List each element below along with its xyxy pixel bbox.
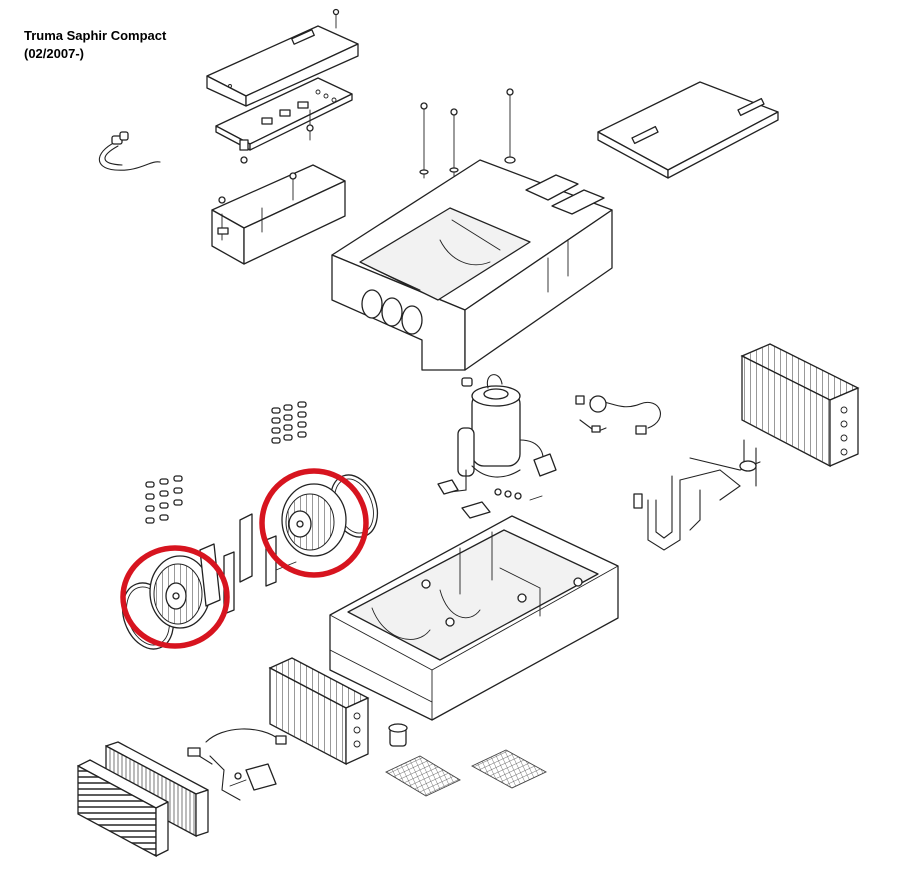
diagram-title: Truma Saphir Compact (02/2007-) bbox=[24, 27, 166, 63]
title-model: Truma Saphir Compact bbox=[24, 28, 167, 43]
cover-plate bbox=[597, 81, 779, 179]
housing-screws bbox=[419, 88, 516, 179]
drain-cap bbox=[388, 723, 408, 747]
mounting-clips-lower bbox=[145, 475, 183, 524]
thermistor-harness bbox=[187, 728, 287, 801]
mesh-filter-right bbox=[471, 749, 547, 789]
condenser-coil bbox=[740, 343, 860, 468]
thermostat-sensor-wire bbox=[575, 395, 661, 435]
air-filter bbox=[105, 741, 209, 838]
mounting-clips-upper bbox=[271, 401, 307, 444]
title-date-range: (02/2007-) bbox=[24, 46, 84, 61]
electronics-cover bbox=[206, 8, 359, 107]
fan-wheel-lower bbox=[149, 555, 211, 629]
electronics-housing bbox=[211, 164, 346, 265]
base-tray bbox=[329, 515, 619, 721]
power-cable bbox=[98, 131, 161, 171]
compressor-assembly bbox=[437, 374, 557, 519]
control-circuit-board bbox=[215, 77, 353, 164]
front-grille bbox=[77, 759, 169, 858]
fan-wheel-upper bbox=[281, 483, 347, 557]
evaporator-coil bbox=[268, 657, 370, 766]
highlight-lower-fan bbox=[120, 545, 230, 649]
highlight-upper-fan bbox=[259, 468, 369, 578]
refrigerant-pipework bbox=[633, 439, 761, 551]
mesh-filter-left bbox=[385, 755, 461, 797]
top-housing bbox=[331, 159, 613, 371]
